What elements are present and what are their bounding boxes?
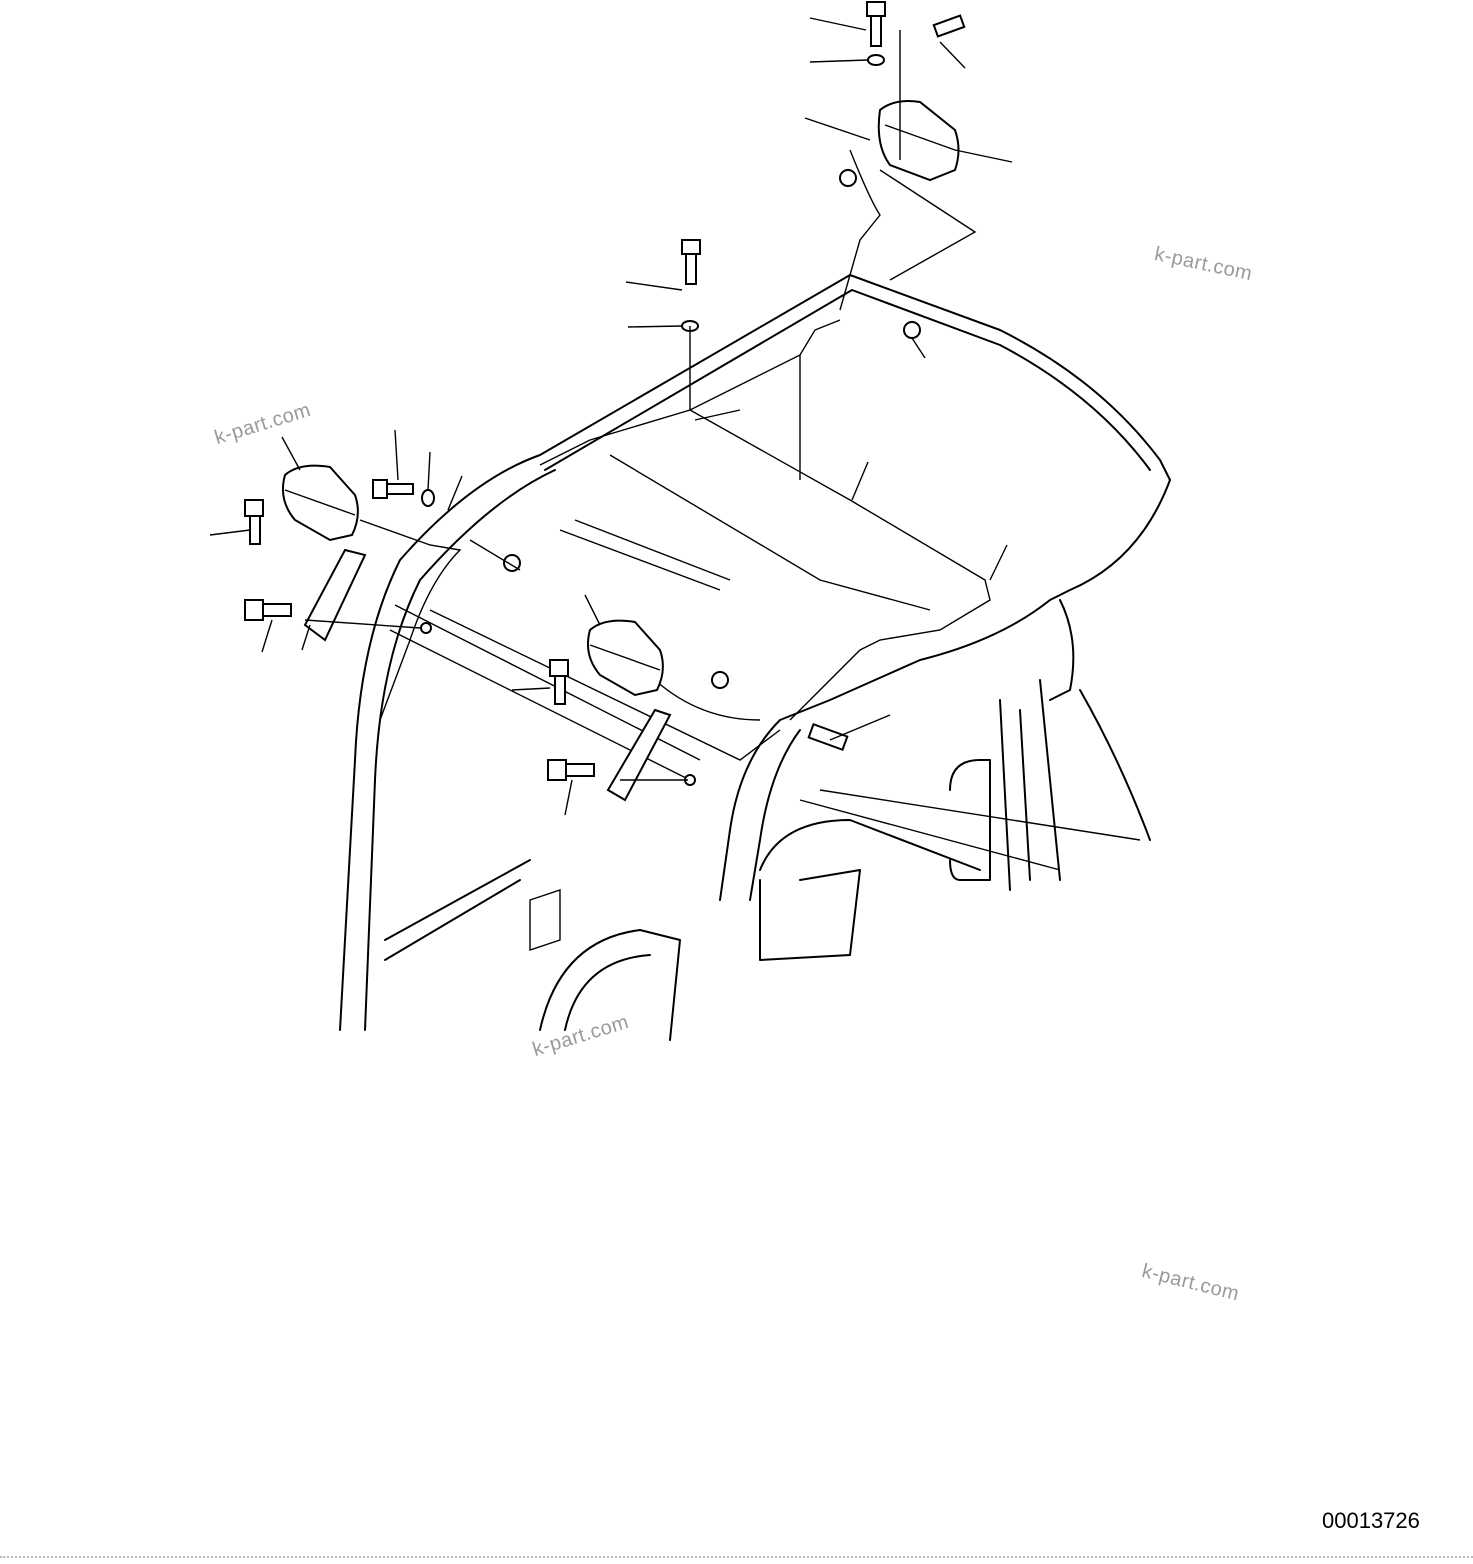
cab-roof bbox=[339, 274, 1171, 1041]
washers-nuts bbox=[420, 54, 921, 786]
leader-lines bbox=[209, 17, 1013, 816]
rear-work-light bbox=[839, 100, 960, 187]
left-work-light bbox=[282, 464, 367, 642]
bolts bbox=[244, 1, 966, 781]
wiring-harness bbox=[359, 149, 991, 721]
front-work-light bbox=[587, 619, 672, 802]
bottom-border bbox=[0, 1556, 1473, 1558]
drawing-number: 00013726 bbox=[1322, 1508, 1420, 1533]
